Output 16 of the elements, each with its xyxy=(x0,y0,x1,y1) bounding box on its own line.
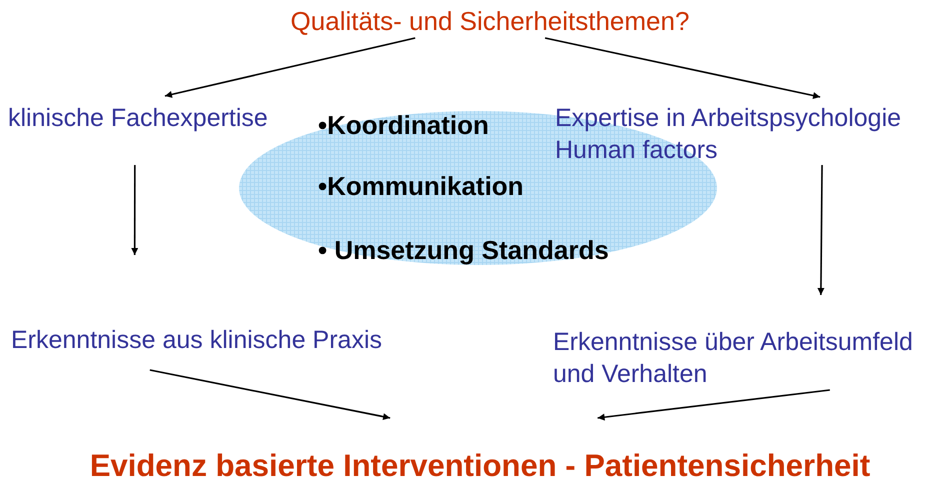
node-text: Expertise in Arbeitspsychologie xyxy=(555,103,902,134)
arrow xyxy=(150,369,390,420)
conclusion-text: Evidenz basierte Interventionen - Patientensicherheit xyxy=(88,447,872,484)
node-text: Erkenntnisse über Arbeitsumfeld und Verhalten xyxy=(553,327,914,390)
arrow xyxy=(817,165,824,295)
arrow xyxy=(131,165,138,255)
bullet-item: •Koordination xyxy=(318,109,489,142)
node-text: klinische Fachexpertise xyxy=(8,103,269,134)
arrow xyxy=(544,37,820,99)
bullet-item: •Kommunikation xyxy=(318,170,524,203)
bullet-item: • Umsetzung Standards xyxy=(318,234,609,267)
question-text: Qualitäts- und Sicherheitsthemen? xyxy=(290,6,690,38)
arrow xyxy=(598,389,830,421)
arrow xyxy=(164,37,416,98)
node-text: Human factors xyxy=(555,135,719,166)
node-text: Erkenntnisse aus klinische Praxis xyxy=(11,325,383,356)
